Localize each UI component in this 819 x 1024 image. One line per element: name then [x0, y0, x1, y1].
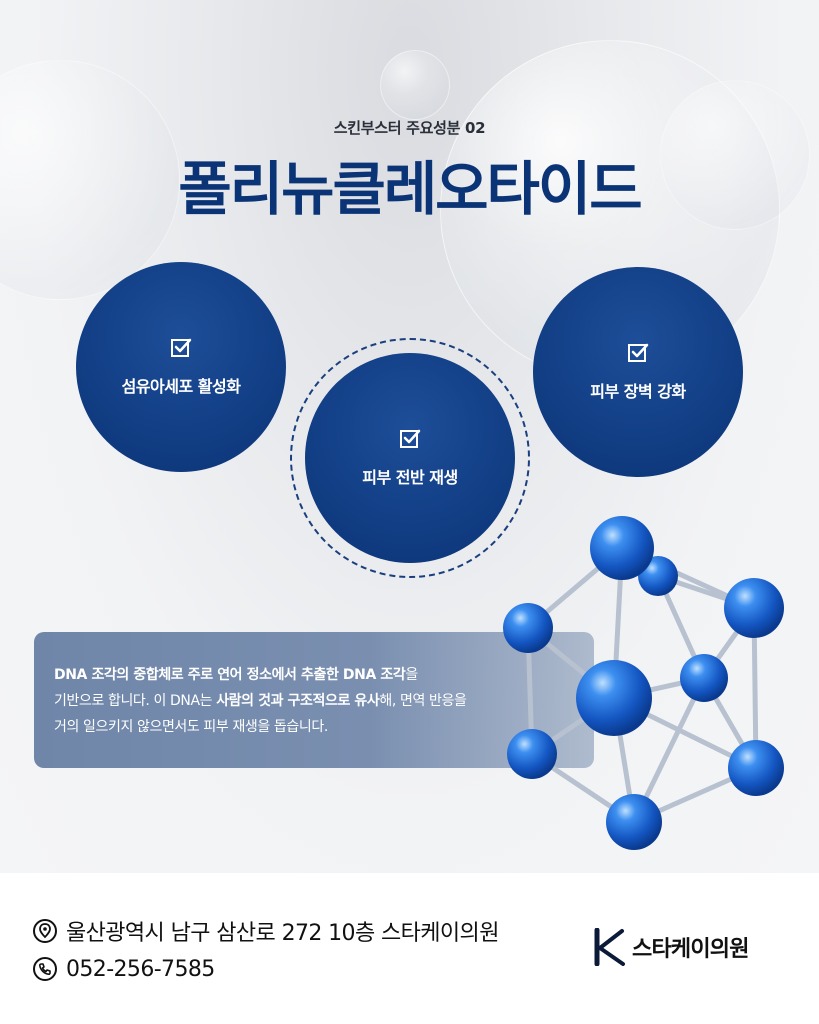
footer — [0, 873, 819, 1024]
page-subtitle: 스킨부스터 주요성분 02 — [333, 119, 486, 137]
molecule-sphere — [724, 578, 784, 638]
molecule-sphere — [576, 660, 652, 736]
decorative-bubble — [660, 80, 810, 230]
location-pin-icon — [33, 919, 57, 943]
checkbox-icon — [628, 343, 649, 362]
feature-circle-fibroblast: 섬유아세포 활성화 — [76, 262, 286, 472]
feature-circle-regeneration: 피부 전반 재생 — [305, 353, 515, 563]
feature-circle-barrier: 피부 장벽 강화 — [533, 267, 743, 477]
molecule-illustration — [503, 516, 784, 850]
molecule-sphere — [507, 729, 557, 779]
feature-label: 피부 장벽 강화 — [590, 382, 686, 401]
decorative-bubble — [380, 50, 450, 120]
description-line: 기반으로 합니다. 이 DNA는 사람의 것과 구조적으로 유사해, 면역 반응… — [54, 688, 594, 714]
molecule-sphere — [503, 603, 553, 653]
address-row: 울산광역시 남구 삼산로 272 10층 스타케이의원 — [32, 915, 499, 947]
checkbox-icon — [400, 429, 421, 448]
dashed-ring — [290, 338, 530, 578]
address-text: 울산광역시 남구 삼산로 272 10층 스타케이의원 — [66, 921, 499, 946]
description-line: DNA 조각의 중합체로 주로 연어 정소에서 추출한 DNA 조각을 — [54, 662, 594, 688]
description-text: 기반으로 합니다. 이 DNA는 — [54, 693, 217, 709]
logo-k-mark: K — [592, 928, 625, 966]
description-emphasis: 사람의 것과 구조적으로 유사 — [216, 693, 380, 709]
checkbox-icon — [171, 338, 192, 357]
molecule-sphere — [728, 740, 784, 796]
phone-row[interactable]: 052-256-7585 — [32, 956, 215, 982]
logo-letter: K — [592, 928, 593, 929]
phone-text[interactable]: 052-256-7585 — [66, 956, 215, 982]
description-text: 을 — [405, 667, 418, 683]
feature-label: 섬유아세포 활성화 — [121, 377, 241, 396]
description-emphasis: DNA 조각의 중합체로 주로 연어 정소에서 추출한 DNA 조각 — [54, 667, 406, 683]
molecule-sphere — [680, 654, 728, 702]
description-line: 거의 일으키지 않으면서도 피부 재생을 돕습니다. — [54, 719, 328, 735]
molecule-sphere — [606, 794, 662, 850]
page-title: 폴리뉴클레오타이드 — [178, 155, 642, 223]
description-text: 해, 면역 반응을 — [379, 693, 467, 709]
feature-label: 피부 전반 재생 — [362, 468, 458, 487]
phone-icon — [33, 957, 57, 981]
clinic-logo: K 스타케이의원 — [592, 928, 749, 966]
hero-section: 스킨부스터 주요성분 02 폴리뉴클레오타이드 섬유아세포 활성화 피부 전반 … — [0, 0, 819, 873]
logo-text: 스타케이의원 — [632, 937, 749, 962]
molecule-sphere — [590, 516, 654, 580]
description-box: DNA 조각의 중합체로 주로 연어 정소에서 추출한 DNA 조각을 기반으로… — [34, 632, 594, 768]
